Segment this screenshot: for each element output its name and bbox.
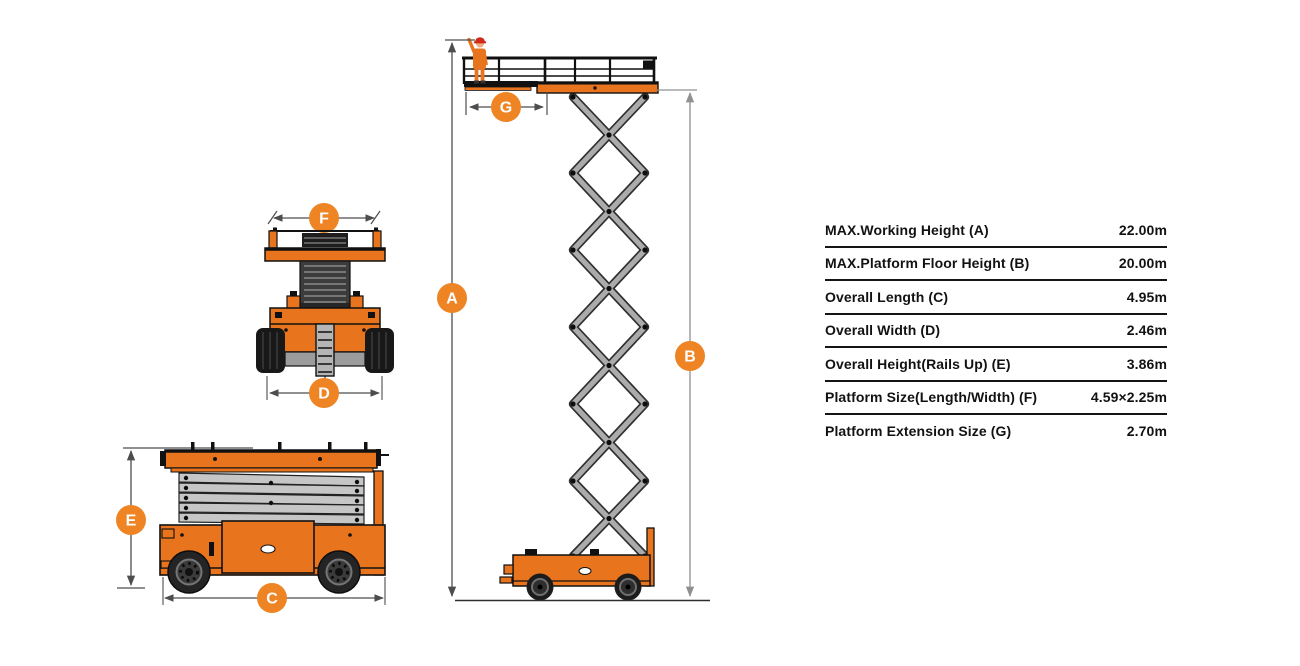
dim-label-b: B (684, 349, 696, 366)
spec-label: Platform Extension Size (G) (825, 422, 1012, 439)
extended-view-diagram: A B G (437, 37, 710, 602)
dim-c: C (162, 577, 386, 613)
guard-rails (462, 56, 657, 84)
slat-pins (183, 475, 360, 523)
dim-badge-b (675, 341, 705, 371)
spec-row-platform-size: Platform Size(Length/Width) (F) 4.59×2.2… (825, 382, 1167, 415)
spec-label: Overall Length (C) (825, 288, 949, 305)
dim-a: A (437, 39, 475, 598)
dim-e: E (116, 447, 253, 589)
spec-label: MAX.Platform Floor Height (B) (825, 255, 1030, 271)
front-view-diagram: F (256, 203, 394, 408)
spec-label: Overall Height(Rails Up) (E) (825, 355, 1011, 372)
spec-row-working-height: MAX.Working Height (A) 22.00m (825, 214, 1167, 248)
raised-platform (462, 56, 659, 94)
spec-label: MAX.Working Height (A) (825, 221, 989, 238)
front-chassis (256, 307, 394, 396)
wheel (365, 328, 394, 373)
spec-label: Overall Width (D) (825, 322, 941, 338)
spec-row-platform-extension: Platform Extension Size (G) 2.70m (825, 415, 1167, 447)
dim-badge-f (309, 203, 339, 233)
folded-scissor-stack (178, 472, 365, 525)
base-chassis (499, 527, 655, 601)
spec-value: 2.46m (1126, 322, 1167, 338)
side-chassis (159, 470, 386, 594)
spec-table: MAX.Working Height (A) 22.00m MAX.Platfo… (825, 214, 1167, 447)
outrigger-cylinders (286, 291, 364, 311)
worker-figure (467, 37, 488, 84)
spec-value: 2.70m (1126, 422, 1167, 439)
spec-row-overall-height: Overall Height(Rails Up) (E) 3.86m (825, 348, 1167, 382)
dim-badge-d (309, 378, 339, 408)
dim-label-e: E (126, 513, 137, 530)
spec-row-platform-floor-height: MAX.Platform Floor Height (B) 20.00m (825, 248, 1167, 281)
spec-row-overall-length: Overall Length (C) 4.95m (825, 281, 1167, 315)
dim-d: D (266, 376, 383, 408)
wheel (526, 573, 554, 601)
dim-label-a: A (446, 291, 458, 308)
dim-label-d: D (318, 386, 330, 403)
folded-rail-posts (191, 442, 368, 451)
dim-f: F (267, 203, 381, 233)
wheel (317, 550, 361, 594)
side-view-diagram: E (116, 442, 389, 613)
dim-badge-g (491, 92, 521, 122)
dim-badge-c (257, 583, 287, 613)
spec-label: Platform Size(Length/Width) (F) (825, 389, 1038, 405)
dim-g: G (465, 92, 548, 122)
front-platform (264, 227, 386, 262)
spec-row-overall-width: Overall Width (D) 2.46m (825, 315, 1167, 348)
spec-value: 20.00m (1118, 255, 1167, 271)
front-mast (296, 260, 354, 310)
spec-value: 3.86m (1126, 355, 1167, 372)
spec-value: 22.00m (1118, 221, 1167, 238)
dim-label-g: G (500, 100, 512, 117)
logo-badge (260, 544, 276, 554)
wheel (256, 328, 285, 373)
dim-badge-e (116, 505, 146, 535)
wheel (167, 550, 211, 594)
helmet-icon (475, 37, 485, 43)
dim-badge-a (437, 283, 467, 313)
wheel (614, 573, 642, 601)
dim-label-f: F (319, 211, 329, 228)
dim-label-c: C (266, 591, 278, 608)
spec-value: 4.95m (1126, 288, 1167, 305)
scissor-arms (568, 92, 650, 561)
spec-value: 4.59×2.25m (1090, 389, 1167, 405)
stowed-platform (160, 442, 389, 473)
dim-b: B (657, 89, 705, 598)
control-box (643, 60, 654, 69)
